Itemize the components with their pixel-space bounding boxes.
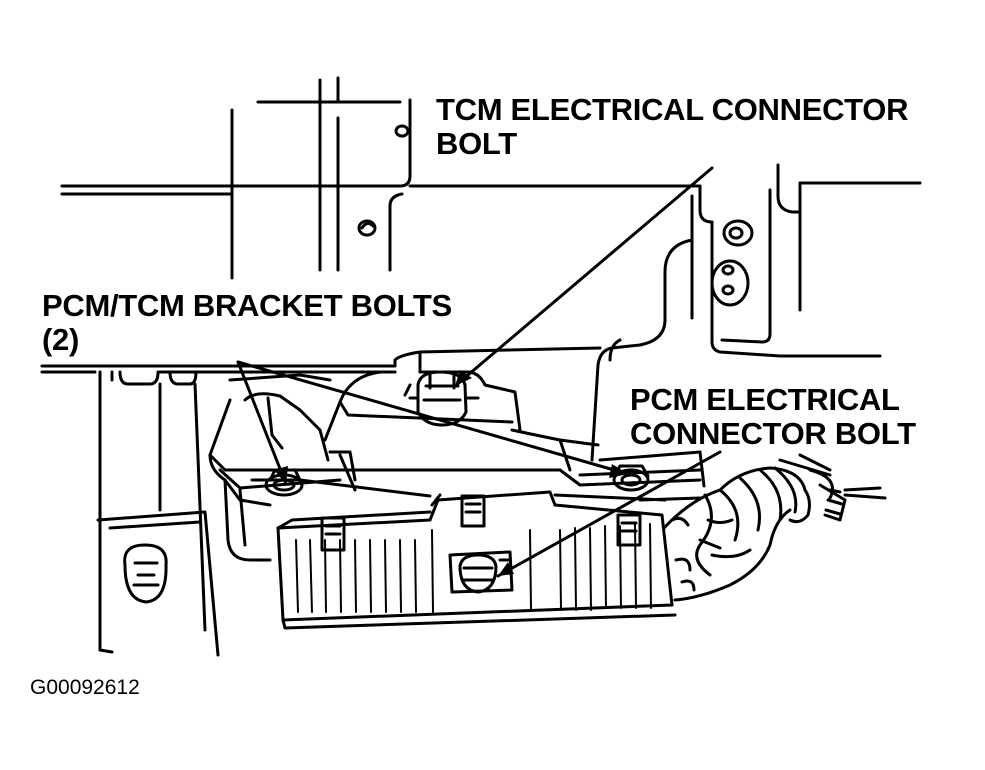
panel-holes (359, 126, 408, 235)
leader-tcm-connector-bolt (455, 168, 712, 386)
label-line: PCM/TCM BRACKET BOLTS (42, 288, 452, 323)
leader-bracket-bolt-right (238, 362, 628, 474)
pcm-module (250, 452, 704, 628)
label-line: TCM ELECTRICAL CONNECTOR (436, 92, 909, 127)
label-pcm-electrical-connector-bolt: PCM ELECTRICAL CONNECTOR BOLT (630, 383, 916, 451)
figure-id: G00092612 (30, 676, 140, 699)
leader-pcm-connector-bolt (498, 452, 720, 576)
right-upper-bracket (692, 165, 800, 356)
leader-arrowheads (274, 370, 628, 576)
wiring-harness (664, 455, 885, 600)
leader-lines (238, 168, 720, 576)
label-pcm-tcm-bracket-bolts: PCM/TCM BRACKET BOLTS (2) (42, 289, 452, 357)
pcm-connector-bolt (450, 552, 512, 592)
pcm-module-ribs (296, 524, 651, 612)
label-line: BOLT (436, 126, 517, 161)
upper-body-panel (62, 78, 920, 278)
pcm-tcm-bracket (210, 348, 600, 560)
label-tcm-electrical-connector-bolt: TCM ELECTRICAL CONNECTOR BOLT (436, 93, 908, 161)
label-line: PCM ELECTRICAL (630, 382, 900, 417)
leader-bracket-bolt-left (238, 362, 286, 484)
pcm-module-tabs (322, 496, 640, 550)
mid-frame-rail (42, 356, 880, 650)
tcm-connector-bolt (410, 372, 478, 425)
label-line: CONNECTOR BOLT (630, 416, 916, 451)
label-line: (2) (42, 322, 79, 357)
lower-left-bracket (98, 512, 218, 655)
curved-mount-bracket (592, 240, 692, 460)
